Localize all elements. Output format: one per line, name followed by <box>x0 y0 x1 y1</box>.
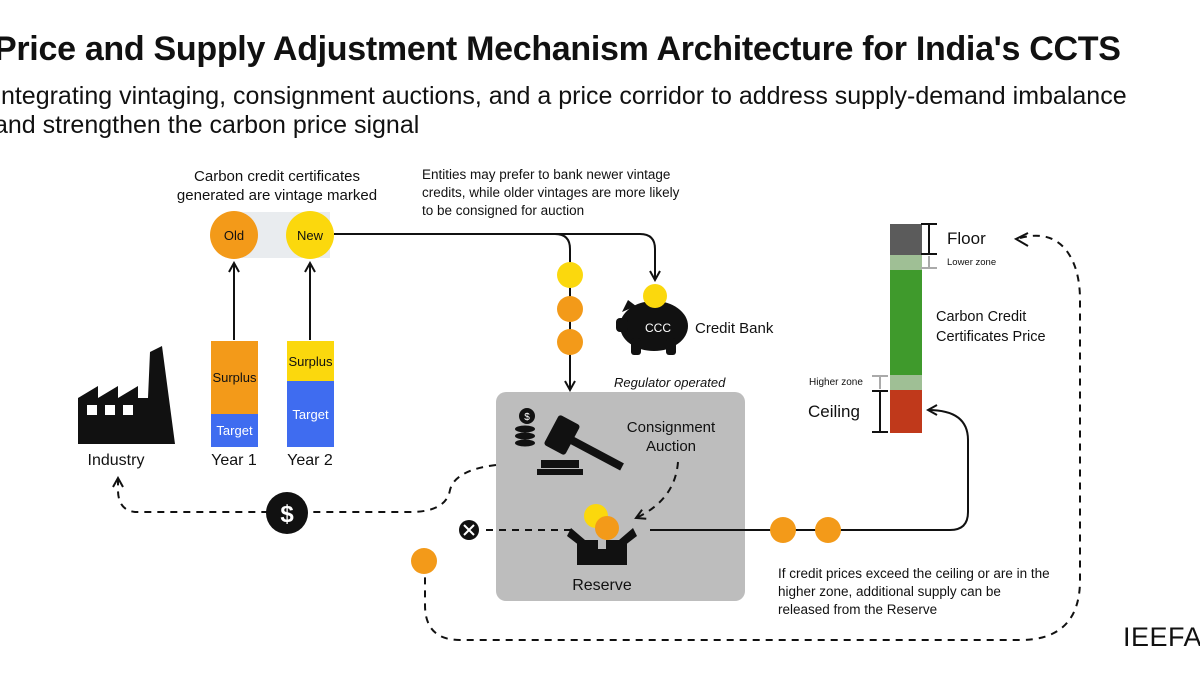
vintage-label: Carbon credit certificates generated are… <box>176 168 378 204</box>
ieefa-logo: IEEFA <box>1122 622 1200 652</box>
piggy-bank-icon <box>616 284 688 355</box>
lower-zone-segment <box>890 255 922 270</box>
coin-old <box>815 517 841 543</box>
new-vintage-label: New <box>296 227 323 243</box>
to-auction-arrow <box>334 233 570 390</box>
payment-dashed-arrow <box>118 464 497 513</box>
lower-zone-label: Lower zone <box>947 257 997 268</box>
page-subtitle: Integrating vintaging, consignment aucti… <box>0 82 1127 139</box>
price-label: Carbon Credit Certificates Price <box>936 309 1046 345</box>
page-title: Price and Supply Adjustment Mechanism Ar… <box>0 30 1121 68</box>
factory-icon <box>78 346 175 444</box>
higher-zone-label: Higher zone <box>809 377 863 388</box>
new-vintage-circle: New <box>286 211 334 259</box>
coin-old <box>770 517 796 543</box>
coin-old <box>411 548 437 574</box>
auction-to-reserve-arrow <box>636 461 679 518</box>
old-vintage-label: Old <box>223 227 245 243</box>
higher-zone-segment <box>890 375 922 390</box>
industry-label: Industry <box>87 452 145 469</box>
year2-surplus: Surplus <box>287 341 334 381</box>
year1-label: Year 1 <box>211 452 257 469</box>
consignment-reserve-box <box>496 392 745 601</box>
year1-surplus-label: Surplus <box>212 370 257 385</box>
coin-old <box>557 329 583 355</box>
price-segment <box>890 270 922 375</box>
old-vintage-circle: Old <box>210 211 258 259</box>
ceiling-label: Ceiling <box>808 402 860 421</box>
piggy-text: CCC <box>645 321 671 335</box>
reserve-label: Reserve <box>572 577 632 594</box>
floor-label: Floor <box>947 229 986 248</box>
coin-old <box>557 296 583 322</box>
ceiling-segment <box>890 390 922 433</box>
reserve-to-ceiling-arrow <box>650 410 969 531</box>
dollar-symbol: $ <box>280 501 294 528</box>
floor-bracket <box>921 223 937 255</box>
floor-withdraw-dashed-line <box>424 234 1081 641</box>
banking-note: Entities may prefer to bank newer vintag… <box>422 167 680 218</box>
year1-target-label: Target <box>216 423 253 438</box>
coin-new <box>557 262 583 288</box>
price-corridor-bar <box>890 224 922 433</box>
reserve-box-icon <box>567 504 637 565</box>
higher-zone-bracket <box>872 375 888 389</box>
year1-surplus: Surplus <box>211 341 258 414</box>
svg-text:$: $ <box>524 412 530 423</box>
ceiling-bracket <box>872 390 888 433</box>
auction-label: Consignment Auction <box>626 419 716 455</box>
to-bank-arrow <box>555 233 655 280</box>
dollar-icon <box>266 492 308 534</box>
year2-label: Year 2 <box>287 452 333 469</box>
credit-bank-label: Credit Bank <box>695 320 774 337</box>
year2-target-label: Target <box>292 406 329 422</box>
lower-zone-bracket <box>921 256 937 269</box>
year1-target: Target <box>211 414 258 447</box>
year2-surplus-label: Surplus <box>288 353 333 369</box>
gavel-icon: $ <box>515 408 624 475</box>
floor-segment <box>890 224 922 255</box>
year2-target: Target <box>287 381 334 447</box>
regulator-label: Regulator operated <box>614 375 726 390</box>
reserve-note: If credit prices exceed the ceiling or a… <box>778 566 1050 617</box>
